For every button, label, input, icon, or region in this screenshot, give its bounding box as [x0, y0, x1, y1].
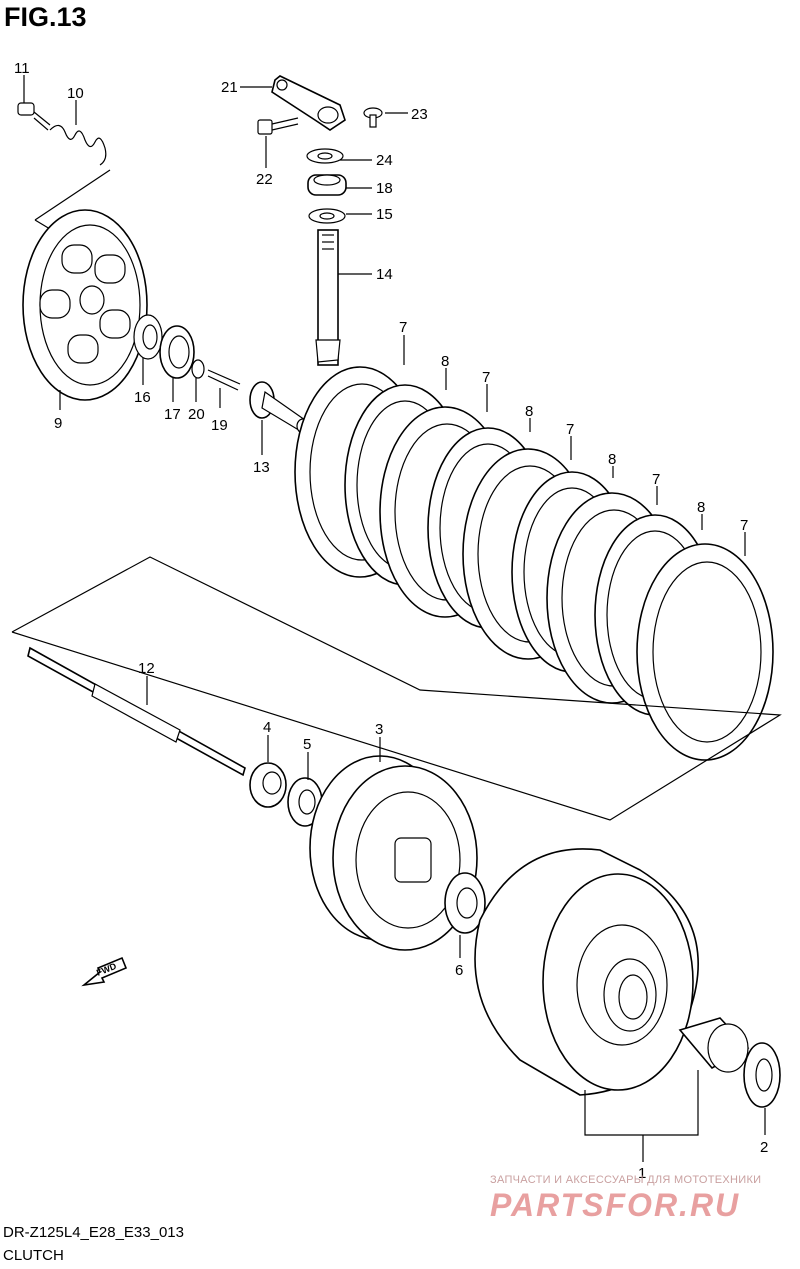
- push-rod-bolt[interactable]: [207, 369, 241, 391]
- watermark-tagline: ЗАПЧАСТИ И АКСЕССУАРЫ ДЛЯ МОТОТЕХНИКИ: [490, 1174, 762, 1186]
- diagram-name: CLUTCH: [3, 1247, 64, 1264]
- clutch-sleeve-hub[interactable]: [309, 755, 478, 951]
- callout-2: 2: [760, 1139, 768, 1156]
- primary-driven-gear-housing[interactable]: [474, 848, 699, 1096]
- push-rod[interactable]: [27, 646, 246, 777]
- release-shaft[interactable]: [315, 229, 341, 366]
- callout-23: 23: [411, 106, 428, 123]
- callout-7-e: 7: [740, 517, 748, 534]
- thrust-washer[interactable]: [133, 314, 163, 360]
- leader-lines: [23, 75, 766, 1135]
- oil-seal[interactable]: [307, 174, 347, 196]
- arm-bolt[interactable]: [257, 117, 299, 135]
- callout-15: 15: [376, 206, 393, 223]
- callout-4: 4: [263, 719, 271, 736]
- callout-5: 5: [303, 736, 311, 753]
- callout-1: 1: [638, 1165, 646, 1182]
- arm-washer[interactable]: [306, 148, 344, 164]
- callout-8-c: 8: [608, 451, 616, 468]
- lock-nut[interactable]: [191, 359, 205, 379]
- watermark-logo: PARTSFOR.RU: [490, 1187, 740, 1223]
- callout-22: 22: [256, 171, 273, 188]
- drive-plate[interactable]: [636, 543, 774, 761]
- pressure-plate[interactable]: [22, 169, 148, 401]
- collar[interactable]: [249, 762, 287, 808]
- callout-10: 10: [67, 85, 84, 102]
- callout-12: 12: [138, 660, 155, 677]
- release-bearing[interactable]: [159, 325, 195, 379]
- callout-6: 6: [455, 962, 463, 979]
- callout-16: 16: [134, 389, 151, 406]
- gear-spacer[interactable]: [678, 1017, 750, 1073]
- callout-9: 9: [54, 415, 62, 432]
- callout-7-c: 7: [566, 421, 574, 438]
- forward-direction-marker: FWD: [81, 956, 128, 987]
- callout-24: 24: [376, 152, 393, 169]
- push-piece[interactable]: [249, 381, 310, 434]
- callout-19: 19: [211, 417, 228, 434]
- diagram-code: DR-Z125L4_E28_E33_013: [3, 1224, 184, 1241]
- callout-13: 13: [253, 459, 270, 476]
- shaft-washer[interactable]: [308, 208, 346, 224]
- callout-7-b: 7: [482, 369, 490, 386]
- callout-3: 3: [375, 721, 383, 738]
- callout-11: 11: [14, 60, 30, 77]
- callout-17: 17: [164, 406, 181, 423]
- release-arm[interactable]: [271, 75, 346, 131]
- clutch-spring[interactable]: [49, 124, 107, 166]
- callout-21: 21: [221, 79, 238, 96]
- callout-14: 14: [376, 266, 393, 283]
- spring-bolt[interactable]: [17, 102, 51, 131]
- callout-8-d: 8: [697, 499, 705, 516]
- figure-title: FIG.13: [4, 2, 87, 32]
- callout-8-a: 8: [441, 353, 449, 370]
- callout-18: 18: [376, 180, 393, 197]
- watermark-logo-text: PARTSFOR.RU: [490, 1187, 740, 1223]
- arm-screw[interactable]: [363, 107, 383, 128]
- callout-20: 20: [188, 406, 205, 423]
- callout-7-a: 7: [399, 319, 407, 336]
- callout-7-d: 7: [652, 471, 660, 488]
- thrust-washer-6[interactable]: [444, 872, 486, 934]
- callout-8-b: 8: [525, 403, 533, 420]
- housing-washer[interactable]: [743, 1042, 781, 1108]
